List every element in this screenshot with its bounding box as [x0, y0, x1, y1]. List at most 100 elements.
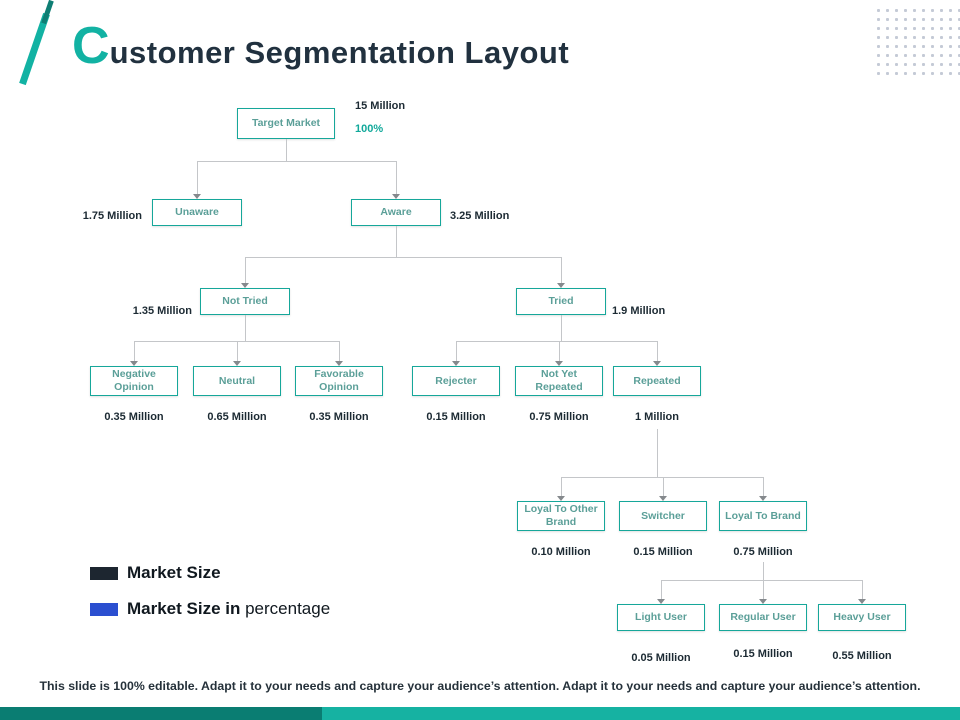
- node-not-tried: Not Tried: [200, 288, 290, 315]
- connector-line: [237, 341, 238, 361]
- connector-arrow: [659, 496, 667, 501]
- connector-line: [763, 580, 764, 599]
- connector-line: [245, 315, 246, 341]
- legend-label-market-size-percentage: Market Size in percentage: [127, 599, 330, 619]
- connector-line: [763, 477, 764, 496]
- connector-line: [396, 226, 397, 257]
- connector-arrow: [452, 361, 460, 366]
- legend-swatch-market-size-percentage: [90, 603, 118, 616]
- connector-arrow: [130, 361, 138, 366]
- connector-arrow: [557, 283, 565, 288]
- node-label: Repeated: [633, 374, 681, 387]
- title-text: ustomer Segmentation Layout: [109, 35, 570, 70]
- value-aware: 3.25 Million: [450, 210, 510, 222]
- connector-arrow: [555, 361, 563, 366]
- value-rejecter: 0.15 Million: [426, 411, 486, 423]
- node-label: Switcher: [641, 509, 685, 522]
- connector-arrow: [759, 496, 767, 501]
- legend-swatch-market-size: [90, 567, 118, 580]
- connector-arrow: [657, 599, 665, 604]
- connector-arrow: [193, 194, 201, 199]
- node-neutral: Neutral: [193, 366, 281, 396]
- bottom-bar-right: [322, 707, 960, 720]
- node-loyal-to-other-brand: Loyal To Other Brand: [517, 501, 605, 531]
- node-label: Tried: [548, 295, 574, 308]
- connector-line: [197, 161, 397, 162]
- value-not-yet-repeated: 0.75 Million: [529, 411, 589, 423]
- connector-line: [456, 341, 657, 342]
- value-neutral: 0.65 Million: [207, 411, 267, 423]
- value-favorable-opinion: 0.35 Million: [309, 411, 369, 423]
- node-negative-opinion: Negative Opinion: [90, 366, 178, 396]
- value-switcher: 0.15 Million: [633, 546, 693, 558]
- node-label: Light User: [635, 611, 687, 624]
- connector-line: [134, 341, 339, 342]
- node-loyal-to-brand: Loyal To Brand: [719, 501, 807, 531]
- connector-line: [286, 139, 287, 161]
- connector-line: [245, 257, 561, 258]
- node-regular-user: Regular User: [719, 604, 807, 631]
- legend-label-market-size: Market Size: [127, 563, 221, 582]
- node-label: Rejecter: [435, 374, 477, 387]
- connector-line: [763, 562, 764, 580]
- node-label: Loyal To Other Brand: [524, 503, 598, 528]
- legend-label-regular: percentage: [240, 599, 331, 618]
- footer-note: This slide is 100% editable. Adapt it to…: [39, 679, 921, 693]
- value-heavy-user: 0.55 Million: [832, 650, 892, 662]
- node-label: Neutral: [218, 374, 256, 387]
- value-tried: 1.9 Million: [612, 305, 666, 317]
- value-negative-opinion: 0.35 Million: [104, 411, 164, 423]
- connector-line: [339, 341, 340, 361]
- connector-line: [561, 477, 562, 496]
- node-unaware: Unaware: [152, 199, 242, 226]
- node-label: Aware: [380, 206, 412, 219]
- connector-arrow: [241, 283, 249, 288]
- node-heavy-user: Heavy User: [818, 604, 906, 631]
- node-label: Not Yet Repeated: [535, 368, 583, 393]
- connector-line: [663, 477, 664, 496]
- bottom-bar-left: [0, 707, 322, 720]
- value-regular-user: 0.15 Million: [733, 648, 793, 660]
- percent-target-market: 100%: [355, 123, 384, 135]
- page-title: C ustomer Segmentation Layout: [72, 20, 569, 72]
- node-label: Loyal To Brand: [725, 509, 801, 522]
- node-rejecter: Rejecter: [412, 366, 500, 396]
- connector-line: [661, 580, 862, 581]
- node-light-user: Light User: [617, 604, 705, 631]
- node-label: Heavy User: [833, 611, 891, 624]
- connector-line: [134, 341, 135, 361]
- connector-line: [862, 580, 863, 599]
- connector-line: [197, 161, 198, 194]
- connector-arrow: [392, 194, 400, 199]
- value-light-user: 0.05 Million: [631, 652, 691, 664]
- value-target-market: 15 Million: [355, 100, 406, 112]
- connector-arrow: [759, 599, 767, 604]
- connector-line: [657, 341, 658, 361]
- connector-line: [561, 315, 562, 341]
- value-unaware: 1.75 Million: [82, 210, 142, 222]
- node-target-market: Target Market: [237, 108, 335, 139]
- node-aware: Aware: [351, 199, 441, 226]
- node-label: Unaware: [175, 206, 219, 219]
- node-switcher: Switcher: [619, 501, 707, 531]
- connector-line: [657, 429, 658, 477]
- connector-line: [396, 161, 397, 194]
- value-loyal-to-other-brand: 0.10 Million: [531, 546, 591, 558]
- connector-line: [561, 477, 763, 478]
- node-not-yet-repeated: Not Yet Repeated: [515, 366, 603, 396]
- node-label: Not Tried: [222, 295, 268, 308]
- value-loyal-to-brand: 0.75 Million: [733, 546, 793, 558]
- node-label: Regular User: [730, 611, 796, 624]
- connector-arrow: [653, 361, 661, 366]
- connector-arrow: [233, 361, 241, 366]
- connector-arrow: [858, 599, 866, 604]
- node-favorable-opinion: Favorable Opinion: [295, 366, 383, 396]
- node-label: Target Market: [251, 117, 321, 130]
- node-tried: Tried: [516, 288, 606, 315]
- connector-arrow: [557, 496, 565, 501]
- node-label: Favorable Opinion: [314, 368, 364, 393]
- connector-arrow: [335, 361, 343, 366]
- value-not-tried: 1.35 Million: [132, 305, 192, 317]
- dot-grid-decoration: [874, 6, 960, 76]
